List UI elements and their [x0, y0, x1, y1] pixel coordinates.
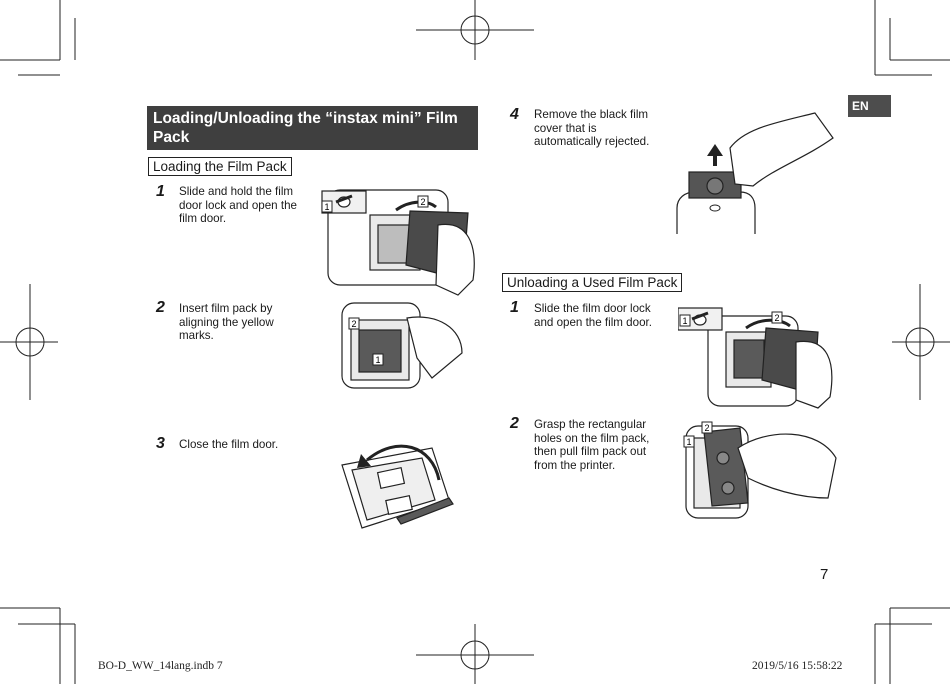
callout-1: 1	[325, 202, 330, 212]
loading-step-2-text: Insert film pack by aligning the yellow …	[179, 302, 274, 342]
unloading-open-door-illustration: 1 2	[678, 307, 833, 409]
unloading-heading: Unloading a Used Film Pack	[502, 273, 683, 292]
loading-step-3-text: Close the film door.	[179, 438, 279, 451]
loading-step-1-number: 1	[156, 183, 165, 200]
insert-film-pack-illustration: 2 1	[341, 302, 463, 389]
language-badge: EN	[848, 95, 891, 117]
close-film-door-illustration	[341, 444, 454, 529]
svg-text:2: 2	[352, 319, 357, 329]
loading-step-4-text: Remove the black film cover that is auto…	[534, 108, 650, 148]
loading-step-2-number: 2	[156, 299, 165, 316]
footer-timestamp: 2019/5/16 15:58:22	[752, 660, 843, 672]
svg-text:1: 1	[683, 316, 688, 326]
svg-text:2: 2	[775, 313, 780, 323]
remove-film-cover-illustration	[676, 112, 834, 234]
pull-film-pack-illustration: 1 2	[683, 421, 837, 519]
loading-heading: Loading the Film Pack	[148, 157, 292, 176]
page-number: 7	[820, 566, 829, 583]
unloading-step-1-text: Slide the film door lock and open the fi…	[534, 302, 652, 329]
svg-text:1: 1	[376, 355, 381, 365]
unloading-step-1-number: 1	[510, 299, 519, 316]
loading-step-4-number: 4	[510, 106, 519, 123]
svg-text:1: 1	[687, 437, 692, 447]
loading-step-3-number: 3	[156, 435, 165, 452]
footer-file: BO-D_WW_14lang.indb 7	[98, 660, 223, 672]
open-film-door-illustration: 1 2	[321, 189, 475, 296]
callout-2: 2	[421, 197, 426, 207]
svg-text:2: 2	[705, 423, 710, 433]
section-title: Loading/Unloading the “instax mini” Film…	[147, 106, 478, 150]
unloading-step-2-text: Grasp the rectangular holes on the film …	[534, 418, 650, 472]
loading-step-1-text: Slide and hold the film door lock and op…	[179, 185, 297, 225]
unloading-step-2-number: 2	[510, 415, 519, 432]
